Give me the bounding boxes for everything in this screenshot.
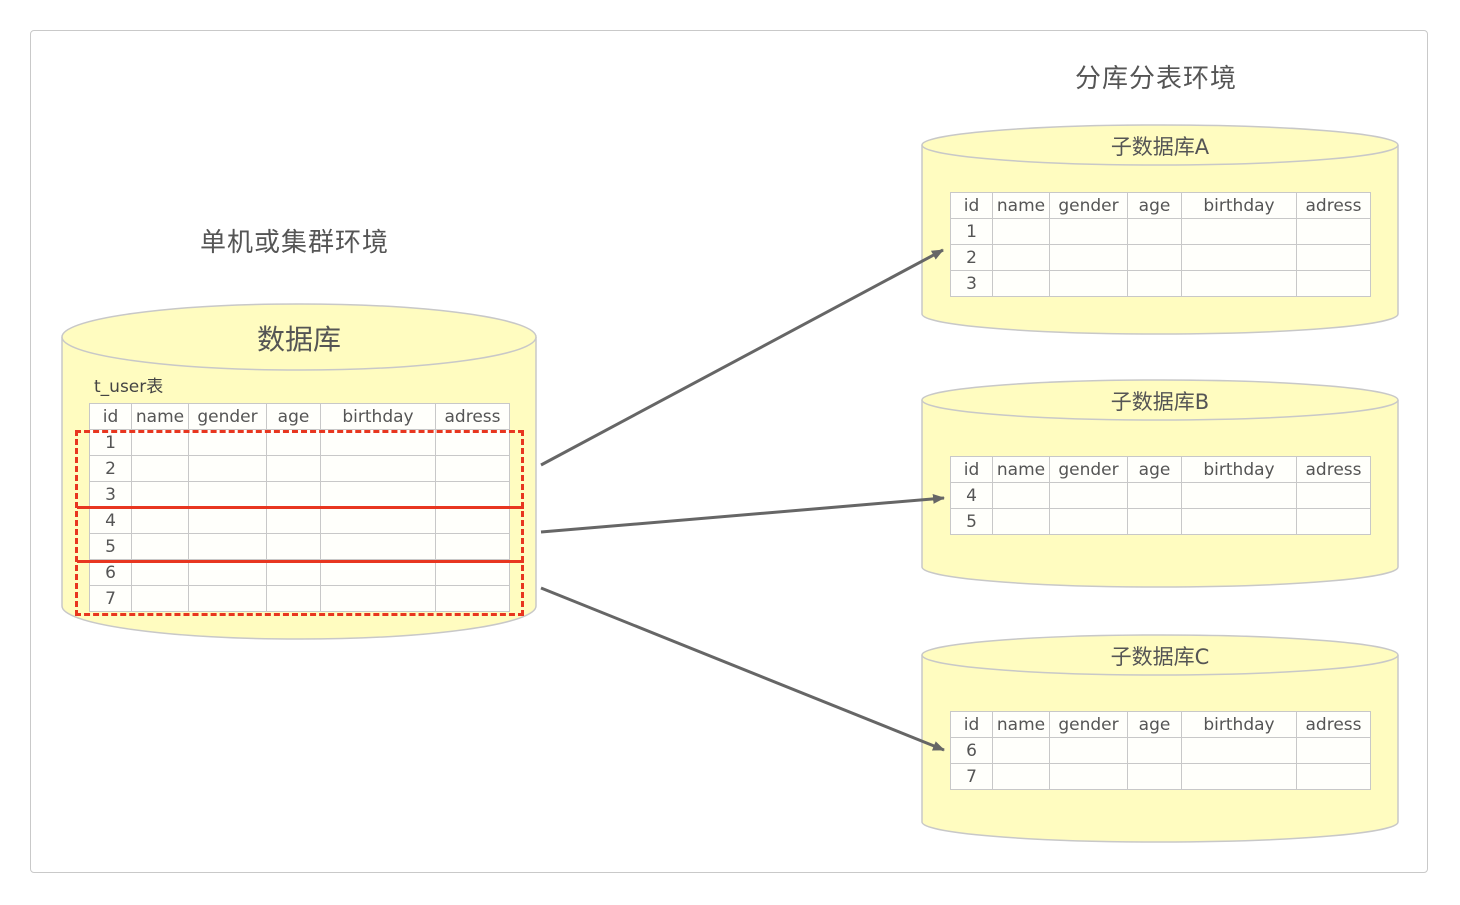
table-cell	[266, 585, 321, 612]
table-cell	[435, 481, 510, 508]
table-cell	[435, 429, 510, 456]
partition-divider-2	[77, 560, 524, 563]
table-cell	[1181, 508, 1297, 535]
shard-env-label: 分库分表环境	[1075, 64, 1238, 94]
table-cell	[1127, 508, 1182, 535]
row-id-cell: 6	[950, 737, 993, 764]
shard-a-title: 子数据库A	[1110, 135, 1210, 159]
column-header-name: name	[992, 192, 1050, 219]
column-header-adress: adress	[1296, 192, 1371, 219]
shard-b-title: 子数据库B	[1110, 390, 1210, 414]
table-cell	[1181, 763, 1297, 790]
table-cell	[1049, 508, 1128, 535]
table-row: 4	[89, 507, 510, 534]
table-cell	[1127, 218, 1182, 245]
table-cell	[1296, 482, 1371, 509]
arrow-to-shard-b	[540, 493, 945, 534]
column-header-adress: adress	[435, 403, 510, 430]
column-header-birthday: birthday	[1181, 711, 1297, 738]
table-cell	[266, 507, 321, 534]
table-row: 3	[89, 481, 510, 508]
column-header-name: name	[992, 711, 1050, 738]
table-row: 5	[950, 508, 1371, 535]
table-cell	[188, 481, 267, 508]
table-cell	[1181, 270, 1297, 297]
column-header-age: age	[266, 403, 321, 430]
table-row: 7	[950, 763, 1371, 790]
table-cell	[131, 455, 189, 482]
row-id-cell: 7	[89, 585, 132, 612]
table-row: 3	[950, 270, 1371, 297]
table-row: 7	[89, 585, 510, 612]
table-cell	[1049, 270, 1128, 297]
source-db-title: 数据库	[256, 323, 341, 356]
single-env-label: 单机或集群环境	[200, 228, 390, 258]
table-cell	[266, 455, 321, 482]
column-header-name: name	[131, 403, 189, 430]
row-id-cell: 3	[950, 270, 993, 297]
column-header-gender: gender	[1049, 456, 1128, 483]
table-cell	[1296, 270, 1371, 297]
table-cell	[188, 533, 267, 560]
column-header-birthday: birthday	[320, 403, 436, 430]
table-cell	[1296, 763, 1371, 790]
diagram-frame	[30, 30, 1428, 873]
table-cell	[1049, 218, 1128, 245]
column-header-id: id	[950, 711, 993, 738]
partition-divider-1	[77, 506, 524, 509]
table-cell	[435, 455, 510, 482]
source-table-caption: t_user表	[94, 377, 164, 397]
table-cell	[1127, 270, 1182, 297]
column-header-id: id	[950, 192, 993, 219]
column-header-gender: gender	[1049, 711, 1128, 738]
table-cell	[266, 533, 321, 560]
table-row: 2	[950, 244, 1371, 271]
table-row: 6	[89, 559, 510, 586]
row-id-cell: 1	[950, 218, 993, 245]
table-cell	[1049, 763, 1128, 790]
arrow-to-shard-a	[540, 248, 944, 467]
table-cell	[1127, 763, 1182, 790]
table-cell	[992, 508, 1050, 535]
table-cell	[435, 585, 510, 612]
table-cell	[188, 585, 267, 612]
column-header-age: age	[1127, 192, 1182, 219]
table-row: 1	[950, 218, 1371, 245]
shard-c-title: 子数据库C	[1110, 645, 1210, 669]
arrow-to-shard-c	[540, 586, 945, 752]
column-header-adress: adress	[1296, 456, 1371, 483]
table-cell	[131, 585, 189, 612]
partition-highlight-box	[75, 430, 524, 616]
table-cell	[992, 482, 1050, 509]
table-cell	[1127, 244, 1182, 271]
column-header-id: id	[89, 403, 132, 430]
table-cell	[992, 270, 1050, 297]
table-cell	[1296, 508, 1371, 535]
column-header-age: age	[1127, 711, 1182, 738]
table-row: 2	[89, 455, 510, 482]
column-header-birthday: birthday	[1181, 456, 1297, 483]
column-header-adress: adress	[1296, 711, 1371, 738]
table-cell	[1296, 737, 1371, 764]
